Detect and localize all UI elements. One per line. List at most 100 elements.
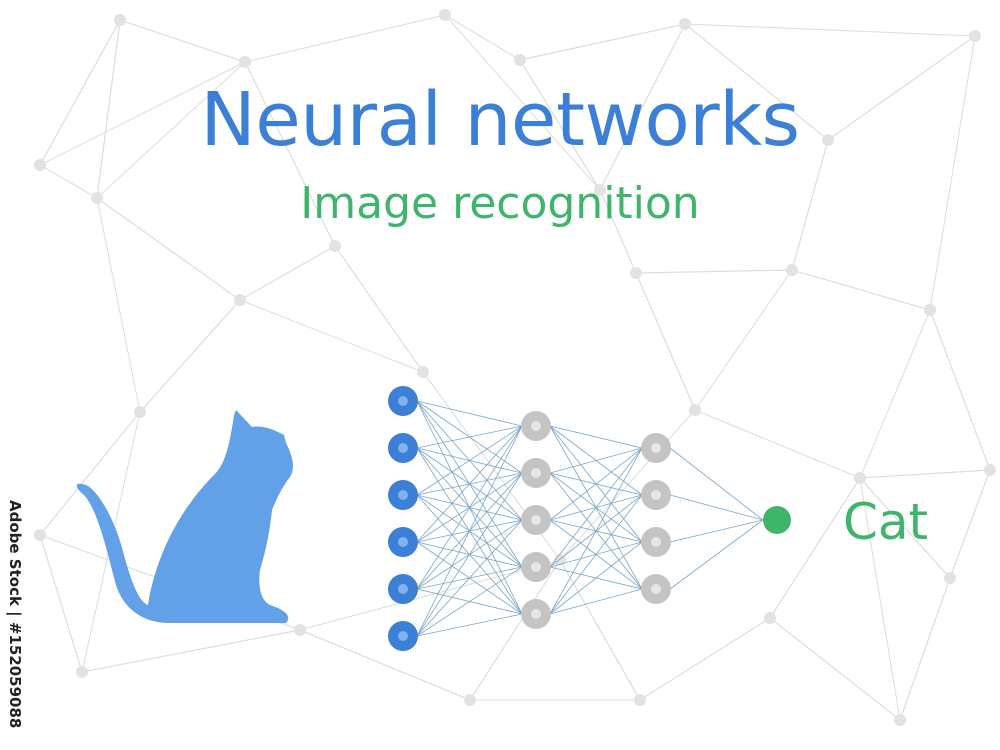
network-edge bbox=[416, 425, 523, 637]
network-edge bbox=[549, 447, 643, 568]
mesh-node bbox=[134, 406, 146, 418]
input-node bbox=[388, 433, 418, 463]
mesh-line bbox=[299, 559, 561, 631]
mesh-node bbox=[764, 612, 776, 624]
network-edge bbox=[549, 447, 643, 615]
input-node bbox=[388, 527, 418, 557]
mesh-line bbox=[559, 409, 696, 561]
mesh-line bbox=[684, 23, 829, 141]
page-subtitle: Image recognition bbox=[300, 178, 700, 229]
mesh-line bbox=[96, 197, 241, 301]
mesh-node bbox=[294, 624, 306, 636]
mesh-line bbox=[684, 23, 976, 37]
hidden-2-node bbox=[641, 574, 671, 604]
mesh-node bbox=[34, 529, 46, 541]
mesh-line bbox=[791, 139, 829, 271]
mesh-line bbox=[827, 35, 976, 141]
mesh-line bbox=[859, 309, 931, 479]
stock-id-text: Adobe Stock | #152059088 bbox=[6, 500, 24, 729]
network-edge bbox=[669, 494, 764, 521]
mesh-line bbox=[96, 19, 121, 199]
mesh-line bbox=[899, 577, 951, 721]
mesh-line bbox=[244, 61, 336, 247]
cat-silhouette-icon bbox=[76, 410, 293, 623]
mesh-line bbox=[519, 23, 686, 61]
hidden-1-node bbox=[521, 552, 551, 582]
stock-id-watermark: Adobe Stock | #152059088 bbox=[0, 500, 30, 740]
network-nodes bbox=[388, 386, 791, 651]
hidden-2-node bbox=[641, 433, 671, 463]
mesh-node bbox=[34, 159, 46, 171]
mesh-line bbox=[519, 59, 601, 191]
mesh-line bbox=[929, 309, 991, 471]
mesh-line bbox=[694, 409, 861, 479]
mesh-node bbox=[114, 14, 126, 26]
network-edge bbox=[416, 519, 523, 637]
mesh-node bbox=[634, 694, 646, 706]
network-edge bbox=[416, 425, 523, 543]
mesh-node bbox=[630, 267, 642, 279]
mesh-line bbox=[239, 299, 424, 373]
network-edge bbox=[549, 588, 643, 615]
mesh-line bbox=[694, 269, 793, 411]
mesh-line bbox=[469, 559, 561, 701]
mesh-line bbox=[444, 14, 521, 61]
hidden-1-node bbox=[521, 505, 551, 535]
mesh-line bbox=[139, 299, 241, 413]
mesh-line bbox=[39, 19, 121, 166]
mesh-line bbox=[859, 477, 901, 721]
hidden-2-node bbox=[641, 527, 671, 557]
network-edge bbox=[549, 494, 643, 615]
network-edge bbox=[549, 447, 643, 521]
network-edge bbox=[549, 425, 643, 449]
mesh-node bbox=[76, 666, 88, 678]
network-edges bbox=[416, 400, 764, 637]
input-node bbox=[388, 386, 418, 416]
mesh-line bbox=[299, 629, 471, 701]
mesh-node bbox=[594, 184, 606, 196]
network-edge bbox=[549, 447, 643, 474]
mesh-node bbox=[234, 294, 246, 306]
network-edge bbox=[416, 425, 523, 496]
mesh-line bbox=[639, 617, 771, 701]
mesh-line bbox=[444, 14, 601, 191]
mesh-node bbox=[944, 572, 956, 584]
mesh-node bbox=[417, 366, 429, 378]
mesh-line bbox=[96, 61, 246, 199]
mesh-line bbox=[244, 14, 446, 63]
mesh-line bbox=[949, 469, 991, 579]
mesh-line bbox=[929, 35, 976, 311]
network-edge bbox=[669, 447, 764, 521]
mesh-line bbox=[39, 534, 83, 673]
mesh-node bbox=[514, 54, 526, 66]
hidden-1-node bbox=[521, 411, 551, 441]
mesh-line bbox=[239, 245, 336, 301]
network-edge bbox=[416, 613, 523, 637]
mesh-line bbox=[635, 269, 793, 274]
mesh-node bbox=[854, 472, 866, 484]
mesh-line bbox=[859, 477, 951, 579]
hidden-2-node bbox=[641, 480, 671, 510]
mesh-node bbox=[239, 56, 251, 68]
mesh-line bbox=[791, 269, 931, 311]
mesh-node bbox=[439, 9, 451, 21]
mesh-node bbox=[969, 30, 981, 42]
hidden-1-node bbox=[521, 458, 551, 488]
mesh-line bbox=[96, 197, 141, 413]
network-edge bbox=[416, 425, 523, 590]
mesh-line bbox=[599, 23, 686, 191]
input-node bbox=[388, 621, 418, 651]
network-edge bbox=[416, 566, 523, 637]
mesh-line bbox=[334, 245, 424, 373]
hidden-1-node bbox=[521, 599, 551, 629]
output-label: Cat bbox=[843, 493, 929, 551]
mesh-line bbox=[599, 189, 637, 274]
network-edge bbox=[669, 519, 764, 590]
mesh-node bbox=[894, 714, 906, 726]
mesh-node bbox=[329, 240, 341, 252]
network-edge bbox=[416, 425, 523, 449]
mesh-node bbox=[924, 304, 936, 316]
mesh-line bbox=[769, 477, 861, 619]
